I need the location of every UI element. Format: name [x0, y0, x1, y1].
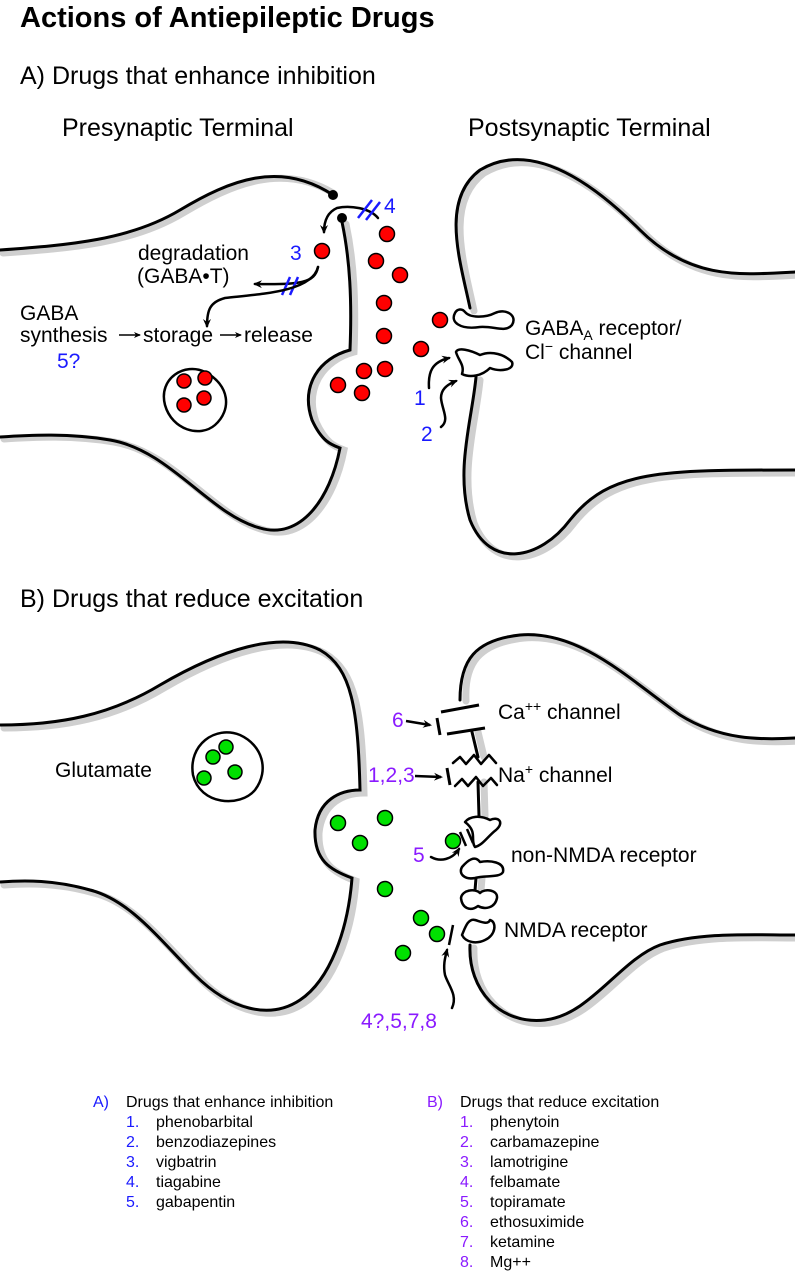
postsynaptic-membrane-a [454, 158, 795, 561]
reuptake-arrow [320, 205, 380, 234]
marker-5-b: 5 [413, 844, 425, 867]
legend-item: 2.carbamazepine [460, 1134, 600, 1151]
postsynaptic-label: Postsynaptic Terminal [468, 114, 711, 142]
glutamate-molecules [196, 739, 462, 962]
degradation-arrow [253, 265, 320, 289]
non-nmda-label: non-NMDA receptor [511, 844, 697, 867]
legend-item: 4.tiagabine [126, 1174, 221, 1191]
legend-item: 1.phenytoin [460, 1114, 560, 1131]
storage-vesicle [162, 367, 228, 433]
legend-item: 3.vigbatrin [126, 1154, 217, 1171]
gaba-molecules [176, 225, 449, 413]
legend-b: B) Drugs that reduce excitation 1.phenyto… [427, 1093, 659, 1273]
nmda-blocker-arrow [441, 948, 456, 1010]
legend-b-letter: B) [427, 1094, 443, 1111]
legend-a-heading: Drugs that enhance inhibition [126, 1094, 334, 1111]
benzodiazepine-arrow [439, 379, 458, 429]
cl-channel-label: Cl− channel [525, 338, 632, 364]
marker-2: 2 [421, 423, 433, 446]
release-label: release [244, 324, 313, 347]
degradation-label: degradation [138, 242, 249, 265]
legend-b-heading: Drugs that reduce excitation [460, 1094, 660, 1111]
storage-label: storage [143, 324, 213, 347]
non-nmda-receptor-upper [463, 815, 502, 849]
gabat-label: (GABA•T) [137, 265, 230, 288]
nmda-label: NMDA receptor [504, 919, 648, 942]
gaba-receptor-lower [454, 348, 514, 378]
legend-item: 5.gabapentin [126, 1194, 236, 1211]
phenobarbital-arrow [427, 355, 451, 390]
postsynaptic-membrane-b [458, 633, 795, 1027]
page-title: Actions of Antiepileptic Drugs [20, 2, 435, 34]
panel-b-heading: B) Drugs that reduce excitation [20, 585, 363, 613]
ethosuximide-arrow [405, 719, 432, 728]
marker-4-5-7-8: 4?,5,7,8 [361, 1010, 437, 1033]
reuptake-transporter-dot [328, 190, 338, 200]
na-channel-label: Na+ channel [498, 761, 612, 787]
legend-item: 4.felbamate [460, 1174, 561, 1191]
recycle-to-storage-arrow [203, 265, 320, 328]
glutamate-label: Glutamate [55, 759, 152, 782]
sodium-blocker-arrow [414, 772, 443, 781]
presynaptic-membrane-a [0, 174, 359, 536]
ca-channel-label: Ca++ channel [498, 698, 621, 724]
reuptake-transporter-dot [337, 213, 347, 223]
nmda-receptor-upper [459, 889, 499, 910]
legend-item: 1.phenobarbital [126, 1114, 253, 1131]
tiagabine-block-icon [357, 199, 381, 221]
marker-4: 4 [384, 195, 396, 218]
marker-1: 1 [414, 387, 426, 410]
non-nmda-receptor-lower [459, 857, 505, 880]
legend-item: 5.topiramate [460, 1194, 566, 1211]
gaba-receptor-upper [452, 308, 515, 331]
legend-item: 2.benzodiazepines [126, 1134, 277, 1151]
legend-item: 7.ketamine [460, 1234, 555, 1251]
synthesis-label: synthesis [20, 324, 108, 347]
legend-item: 3.lamotrigine [460, 1154, 569, 1171]
marker-5: 5? [57, 350, 80, 373]
legend-item: 6.ethosuximide [460, 1214, 585, 1231]
marker-1-2-3: 1,2,3 [368, 764, 415, 787]
panel-a-heading: A) Drugs that enhance inhibition [20, 62, 376, 90]
non-nmda-block-icon [458, 828, 475, 847]
gaba-a-receptor-label: GABAA receptor/ [525, 317, 682, 343]
legend-a: A) Drugs that enhance inhibition 1.phenob… [93, 1093, 333, 1213]
marker-3: 3 [290, 242, 302, 265]
nmda-receptor-lower [460, 918, 496, 944]
glutamate-vesicle [191, 731, 264, 803]
presynaptic-label: Presynaptic Terminal [62, 114, 294, 142]
na-channel [445, 753, 499, 788]
marker-6: 6 [392, 709, 404, 732]
presynaptic-membrane-b [0, 640, 368, 1017]
gaba-label: GABA [20, 302, 78, 325]
legend-item: 8.Mg++ [460, 1254, 531, 1271]
nmda-block-icon [447, 924, 455, 946]
ca-channel [435, 703, 486, 736]
legend-a-letter: A) [93, 1094, 109, 1111]
topiramate-arrow [429, 847, 461, 861]
